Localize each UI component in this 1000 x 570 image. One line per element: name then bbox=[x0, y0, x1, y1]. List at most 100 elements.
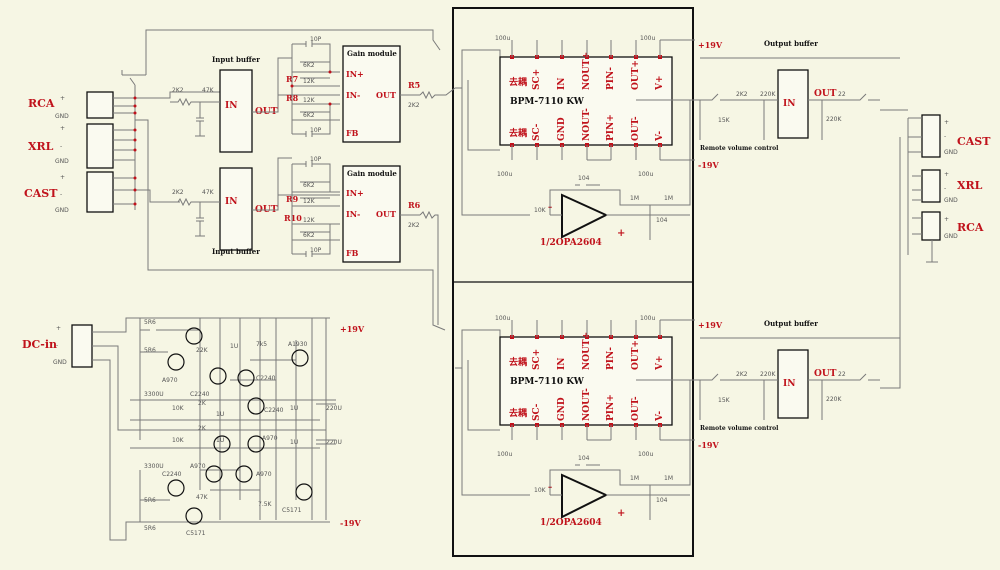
input-buffer-title-1: Input buffer bbox=[212, 55, 260, 64]
output-rout: 22 bbox=[838, 371, 846, 378]
psu-q-a1930: A1930 bbox=[288, 341, 308, 348]
bpm-cap-bot-right: 100u bbox=[638, 171, 653, 178]
bpm-top-pin-3: NOUT+ bbox=[582, 52, 592, 90]
xrl-in-label: XRL bbox=[28, 140, 54, 153]
bpm-bottom-pin-2: GND bbox=[557, 397, 567, 421]
gain-r10-label: R10 bbox=[284, 213, 302, 223]
input-shunt-label-1: 47K bbox=[202, 87, 215, 94]
rca-in-gnd: GND bbox=[55, 113, 69, 120]
opamp-cap2: 104 bbox=[656, 217, 668, 224]
bpm-vminus: -19V bbox=[698, 160, 719, 170]
gain-r5-label: R5 bbox=[408, 80, 420, 90]
gain-r-b2-1: 12K bbox=[303, 97, 316, 104]
gain-out-1: OUT bbox=[376, 90, 396, 100]
bpm-top-pin-1: SC+ bbox=[532, 69, 542, 90]
gain-r-b-2: 12K bbox=[303, 198, 316, 205]
bpm-bottom-pin-0: 去耦 bbox=[509, 407, 527, 419]
bpm-cap-bot-left: 100u bbox=[497, 451, 512, 458]
cast-out-plus: + bbox=[944, 119, 949, 126]
input-buffer-in-1: IN bbox=[225, 101, 237, 111]
output-r2: 220K bbox=[760, 371, 776, 378]
gain-module-ch1: Gain module IN+ IN- OUT FB 10P 6K2 12K 1… bbox=[286, 36, 456, 143]
cast-in-connector bbox=[86, 171, 114, 213]
xrl-out-minus: - bbox=[944, 185, 946, 192]
input-r-label-1: 2K2 bbox=[172, 87, 184, 94]
rca-in-connector bbox=[86, 91, 114, 119]
psu-q-c2240-4: C2240 bbox=[162, 471, 182, 478]
gain-cap-bot-2: 10P bbox=[310, 247, 322, 254]
opamp-wires bbox=[549, 100, 691, 240]
opamp-wires bbox=[549, 380, 691, 520]
bpm-chip-label: BPM-7110 KW bbox=[510, 97, 585, 107]
bpm-bottom-pin-5: OUT- bbox=[631, 116, 641, 141]
psu-vplus: +19V bbox=[340, 324, 365, 334]
psu-c220-a: 220U bbox=[326, 405, 342, 412]
bpm-top-pin-6: V+ bbox=[655, 75, 665, 91]
bpm-top-pin-0: 去耦 bbox=[509, 356, 527, 368]
opamp-rfb1: 1M bbox=[630, 475, 639, 482]
bpm-rail-wires bbox=[587, 39, 695, 161]
bpm-top-pin-2: IN bbox=[557, 78, 567, 90]
gain-in-plus-2: IN+ bbox=[346, 188, 364, 198]
dc-in-label: DC-in bbox=[22, 338, 57, 351]
psu-r7k5-a: 7k5 bbox=[256, 341, 267, 348]
psu-r10k-b: 10K bbox=[172, 437, 185, 444]
gain-cap-bot-1: 10P bbox=[310, 127, 322, 134]
input-buffer-ch2: IN OUT Input buffer 2K2 47K bbox=[170, 157, 340, 256]
opamp-triangle bbox=[561, 193, 609, 239]
gain-fb-1: FB bbox=[346, 128, 359, 138]
psu-c1u-d: 1U bbox=[290, 405, 298, 412]
xrl-in-connector bbox=[86, 123, 114, 169]
input-buffer-ch1: Input buffer IN OUT 2K2 47K bbox=[170, 55, 340, 153]
rca-out-gnd: GND bbox=[944, 233, 958, 240]
gain-module-title-2: Gain module bbox=[347, 169, 397, 178]
gain-in-plus-1: IN+ bbox=[346, 69, 364, 79]
input-shunt-label-2: 47K bbox=[202, 189, 215, 196]
gain-r-b-1: 12K bbox=[303, 78, 316, 85]
bpm-bottom-pin-6: V- bbox=[655, 411, 665, 422]
bpm-bottom-pin-0: 去耦 bbox=[509, 127, 527, 139]
cast-out-gnd: GND bbox=[944, 149, 958, 156]
output-buffer-in: IN bbox=[783, 379, 795, 389]
dc-in-minus: - bbox=[56, 342, 58, 349]
psu-r2k-b: 2K bbox=[198, 425, 207, 432]
xrl-out-connector bbox=[921, 169, 941, 203]
output-buffer-title: Output buffer bbox=[764, 319, 818, 328]
gain-module-block-1 bbox=[342, 45, 401, 143]
bpm-bottom-pin-6: V- bbox=[655, 131, 665, 142]
xrl-in-minus: - bbox=[60, 143, 62, 150]
gain-r5-value: 2K2 bbox=[408, 102, 420, 109]
bpm-top-pin-5: OUT+ bbox=[631, 60, 641, 90]
output-buffer-block bbox=[777, 69, 809, 139]
opamp-label: 1/2OPA2604 bbox=[540, 238, 602, 248]
output-buffer-block bbox=[777, 349, 809, 419]
output-remote: Remote volume control bbox=[700, 145, 779, 152]
psu-q-a970-3: A970 bbox=[256, 471, 272, 478]
bpm-cap-bot-right: 100u bbox=[638, 451, 653, 458]
gain-fb-2: FB bbox=[346, 248, 359, 258]
power-supply: +19V -19V 5R6 5R6 5R6 5R6 22K 7k5 7.5K 4… bbox=[130, 318, 365, 537]
psu-r5r6-a: 5R6 bbox=[144, 319, 156, 326]
psu-q-a970-4: A970 bbox=[262, 435, 278, 442]
opamp-cap: 104 bbox=[578, 455, 590, 462]
opamp-rfb2: 1M bbox=[664, 195, 673, 202]
bpm-bottom-pin-3: NOUT- bbox=[582, 388, 592, 421]
rca-in-plus: + bbox=[60, 95, 65, 102]
bpm-top-pin-5: OUT+ bbox=[631, 340, 641, 370]
gain-r-a-2: 6K2 bbox=[303, 182, 315, 189]
bpm-bottom-pin-5: OUT- bbox=[631, 396, 641, 421]
bpm-chip bbox=[499, 336, 673, 426]
psu-c3300-b: 3300U bbox=[144, 463, 164, 470]
output-buffer-in: IN bbox=[783, 99, 795, 109]
gain-in-minus-2: IN- bbox=[346, 209, 360, 219]
output-rshunt: 220K bbox=[826, 396, 842, 403]
cast-out-label: CAST bbox=[957, 135, 991, 148]
psu-r22k: 22K bbox=[196, 347, 209, 354]
opamp-plus: + bbox=[617, 508, 625, 519]
bpm-vminus: -19V bbox=[698, 440, 719, 450]
gain-module-block-2 bbox=[342, 165, 401, 263]
bpm-rail-wires bbox=[587, 319, 695, 441]
gain-r6-label: R6 bbox=[408, 200, 421, 210]
gain-r-a-1: 6K2 bbox=[303, 62, 315, 69]
